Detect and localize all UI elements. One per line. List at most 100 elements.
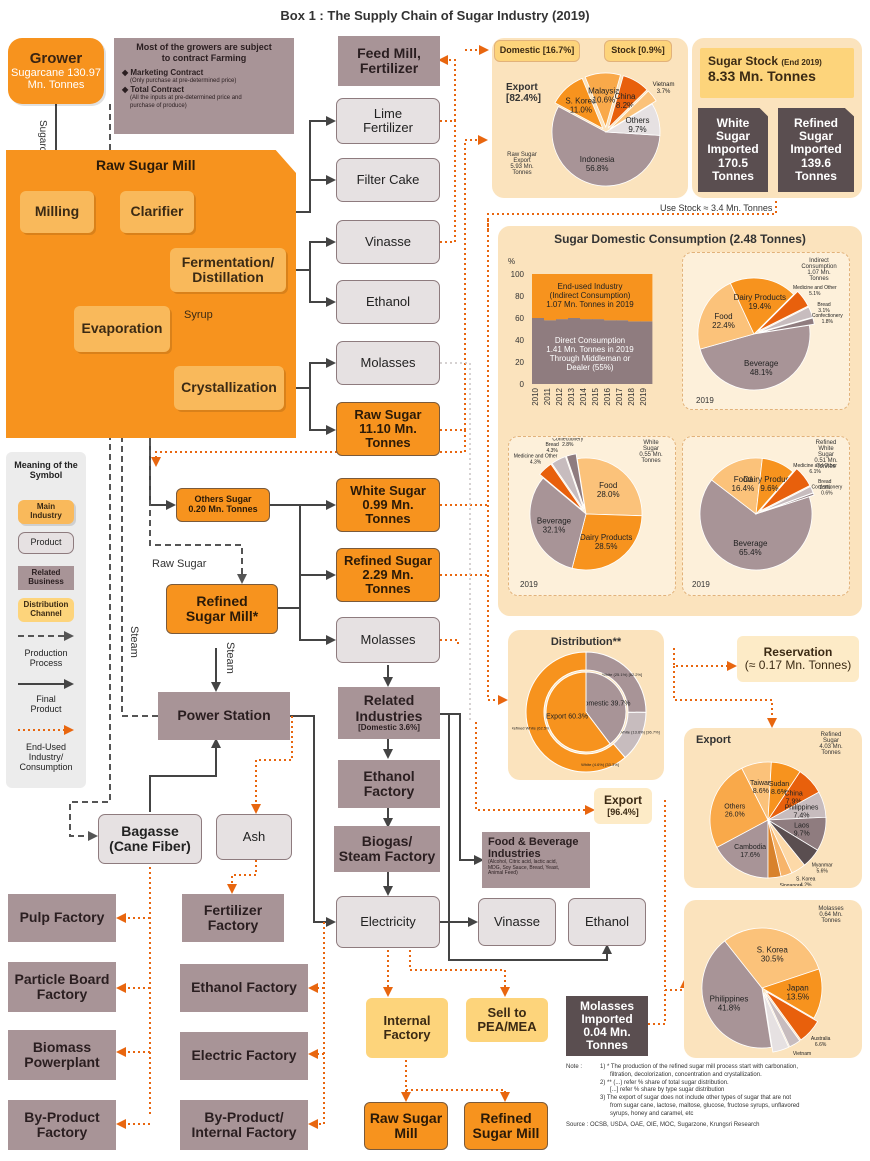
legend-main2: Industry	[30, 511, 62, 520]
pie-label-food: Food	[599, 481, 617, 490]
contract-bullet2: ◆ Total Contract	[122, 85, 185, 94]
pulp-factory-node: Pulp Factory	[8, 894, 116, 942]
export-title1: Export	[506, 82, 538, 93]
fermentation-node: Fermentation/ Distillation	[170, 248, 286, 292]
byprod-line2: Factory	[36, 1124, 88, 1140]
vinasse-node: Vinasse	[336, 220, 440, 264]
export-title2: [82.4%]	[506, 93, 542, 104]
wi-l5: Tonnes	[712, 168, 754, 183]
filter-cake-node: Filter Cake	[336, 158, 440, 202]
contract-b1: Marketing Contract	[130, 67, 204, 77]
bar-2018-s0	[628, 321, 641, 384]
bar-x-tick-2015: 2015	[591, 387, 600, 405]
mp-l2: 0.64 Mn.	[819, 912, 843, 918]
page-title: Box 1 : The Supply Chain of Sugar Indust…	[280, 8, 590, 23]
bar-y-unit: %	[508, 257, 515, 266]
pie-value-china: 7.9%	[786, 798, 802, 805]
sugar-stock-title: Sugar Stock	[708, 54, 779, 68]
distribution-title: Distribution**	[550, 636, 622, 648]
pie-label-s-korea: S. Korea	[796, 876, 816, 882]
bar-end-annotation: End-used Industry (Indirect Consumption)…	[532, 282, 648, 309]
pie-slice-others	[604, 103, 661, 136]
pie-label-dairy-products: Dairy Products	[734, 293, 786, 302]
pie-label-confectionery: Confectionery	[812, 313, 843, 319]
export-96-tag: Export [96.4%]	[594, 788, 652, 824]
notes-n1a: 1) * The production of the refined sugar…	[600, 1064, 798, 1070]
pie-slice-philippines	[701, 940, 772, 1049]
byprod-int-line1: By-Product/	[204, 1108, 284, 1125]
rsm-line1: Raw Sugar	[369, 1109, 443, 1126]
mp-l3: Tonnes	[821, 918, 841, 924]
legend-related-business: Related Business	[18, 566, 74, 590]
pie-label-s-korea: S. Korea	[757, 945, 789, 954]
contract-head2: to contract Farming	[161, 53, 247, 64]
byprod-int-line2: Internal Factory	[191, 1124, 297, 1140]
pie-value-confectionery: 2.8%	[562, 442, 574, 448]
raw-sugar-line3: Tonnes	[365, 435, 411, 451]
biomass-line2: Powerplant	[24, 1054, 100, 1070]
contract-b2: Total Contract	[130, 85, 185, 94]
molasses2-node: Molasses	[336, 617, 440, 663]
wn-l4: Tonnes	[641, 458, 661, 464]
bar-x-tick-2011: 2011	[543, 387, 552, 405]
lime-line1: Lime	[373, 105, 403, 121]
raw-sugar-line1: Raw Sugar	[354, 406, 422, 422]
pie-value-indonesia: 56.8%	[586, 164, 609, 173]
export-refined-note: Refined Sugar 4.03 Mn. Tonnes	[808, 732, 854, 756]
donut-label-outer-refined-white-62-5: Refined White (62.5%) [64.4%]	[512, 726, 566, 731]
related-line3: [Domestic 3.6%]	[358, 722, 420, 732]
legend-dist2: Channel	[30, 609, 62, 618]
legend-prod-process: Production Process	[6, 648, 86, 668]
bar-end1: End-used Industry	[557, 282, 623, 291]
distribution-donut-chart: White (25.1%) [62.2%]Refined White (13.6…	[512, 651, 660, 773]
legend-end1: End-Used	[25, 742, 67, 752]
notes-block: Note : 1) * The production of the refine…	[566, 1064, 862, 1129]
pie-value-bread: 1.9%	[819, 485, 831, 491]
particle-line1: Particle Board	[14, 970, 110, 987]
bar-end3: 1.07 Mn. Tonnes in 2019	[546, 300, 634, 309]
pie-slice-malaysia	[584, 72, 621, 129]
pie-slice-medicine-and-other	[539, 463, 583, 511]
pie-value-s-korea: 11.0%	[570, 105, 592, 114]
refined-sugar-mill-bottom: Refined Sugar Mill	[464, 1102, 548, 1150]
donut-label-inner-domestic: Domestic 39.7%	[579, 701, 630, 708]
vinasse2-node: Vinasse	[478, 898, 556, 946]
molasses-node: Molasses	[336, 341, 440, 385]
fnb-industries-node: Food & Beverage Industries (Alcohol, Cit…	[482, 832, 590, 888]
contract-b2-desc2: purchase of produce)	[130, 102, 187, 109]
refined-sugar-line1: Refined Sugar	[343, 552, 433, 568]
wn-l1: White	[643, 440, 659, 446]
biogas-line2: Steam Factory	[338, 848, 436, 864]
legend-dot-arrow	[18, 725, 74, 735]
rfm-line1: Refined	[480, 1109, 532, 1126]
notes-label: Note :	[566, 1064, 583, 1070]
pie-label-confectionery: Confectionery	[811, 484, 842, 490]
bar-x-tick-2019: 2019	[639, 387, 648, 405]
biogas-node: Biogas/ Steam Factory	[334, 826, 440, 872]
milling-node: Milling	[20, 191, 94, 233]
refined-sugar-node: Refined Sugar 2.29 Mn. Tonnes	[336, 548, 440, 602]
pie-slice-medicine-and-other	[757, 290, 809, 332]
bar-dir2: 1.41 Mn. Tonnes in 2019	[546, 345, 634, 354]
pie-label-cambodia: Cambodia	[734, 844, 766, 851]
ri-l2: Sugar	[798, 129, 833, 144]
bar-2010-s1	[532, 274, 545, 318]
pie-value-australia: 6.6%	[815, 1042, 827, 1048]
pie-label-beverage: Beverage	[744, 359, 779, 368]
pie-value-beverage: 32.1%	[543, 525, 566, 534]
legend-title1: Meaning of the	[14, 460, 78, 470]
pie-slice-others	[709, 767, 769, 848]
electricity-node: Electricity	[336, 896, 440, 948]
donut-outer-refined-white-62-5	[525, 651, 626, 773]
rfm-line2: Sugar Mill	[472, 1125, 540, 1141]
bar-x-tick-2010: 2010	[531, 387, 540, 405]
pie-label-philippines: Philippines	[710, 994, 749, 1003]
mol-imp-line4: Tonnes	[586, 1038, 628, 1053]
pie-slice-medicine-and-other	[759, 468, 811, 512]
bar-y-tick-0: 0	[520, 380, 525, 389]
pie-label-dairy-products: Dairy Products	[580, 533, 632, 542]
pie-value-japan: 13.5%	[786, 993, 809, 1002]
legend-dist1: Distribution	[23, 600, 69, 610]
pie-slice-vietnam	[609, 90, 657, 130]
